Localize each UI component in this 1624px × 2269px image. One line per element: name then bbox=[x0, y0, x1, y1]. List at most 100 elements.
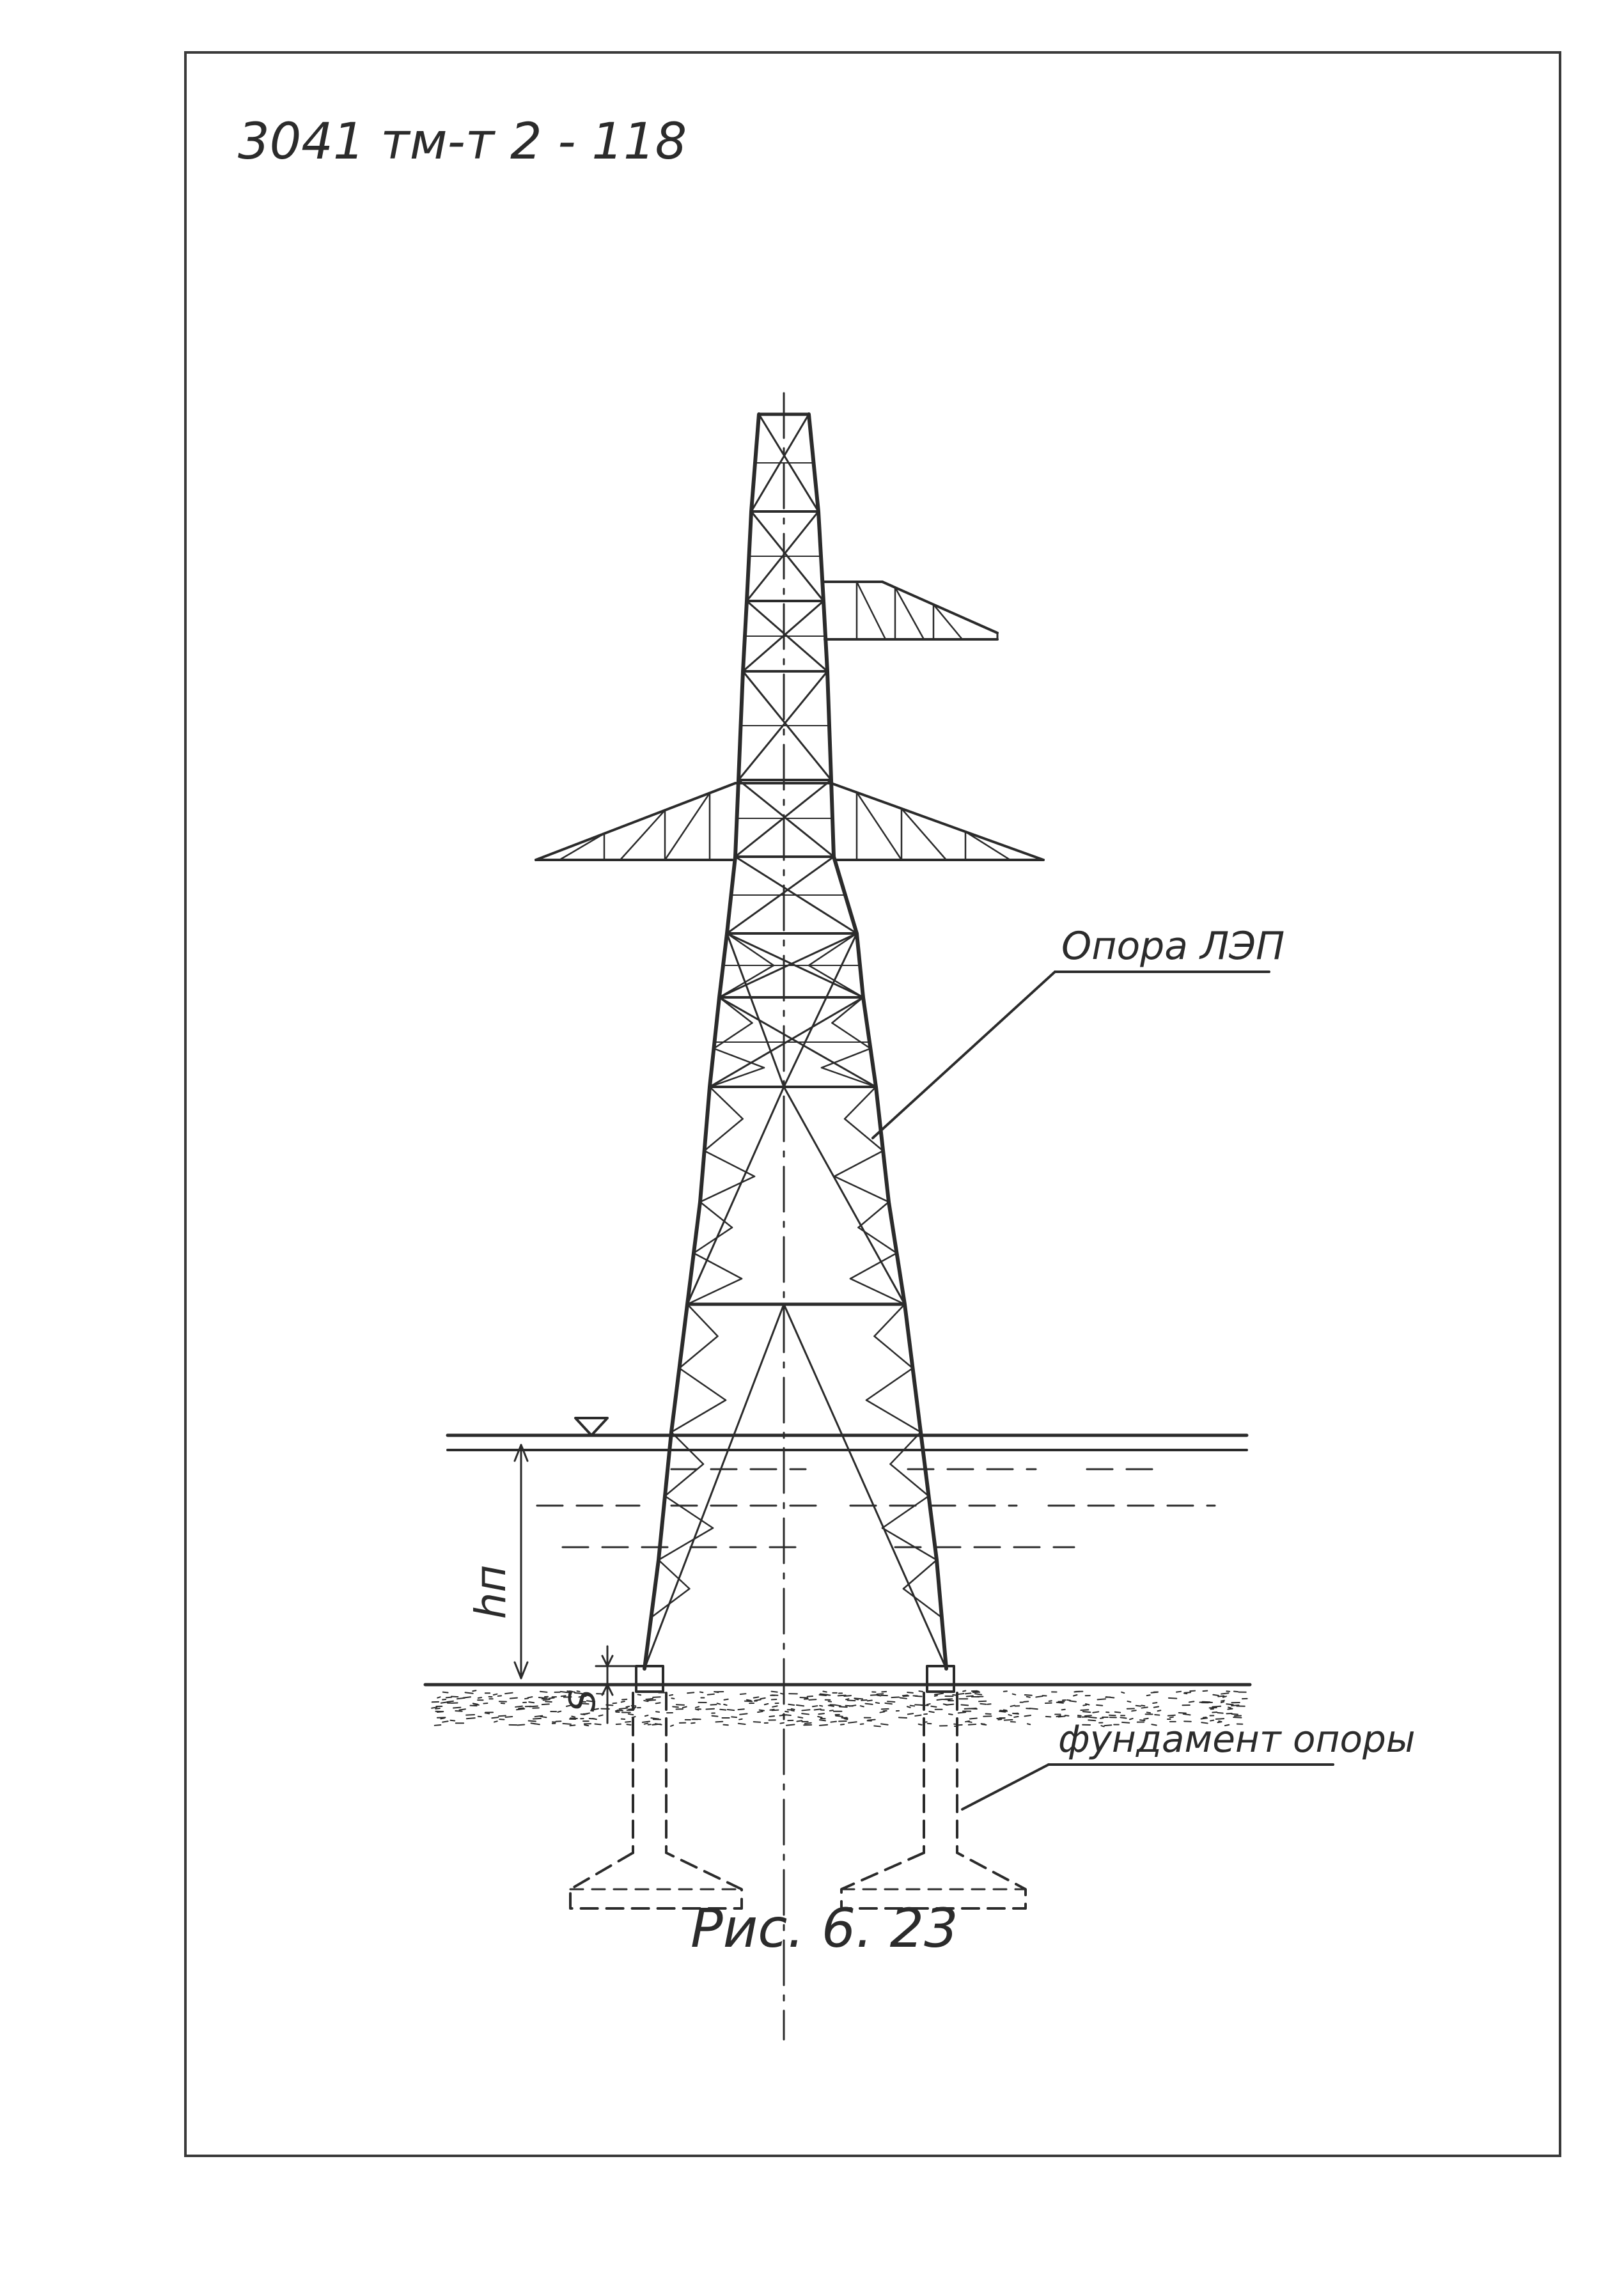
soil-dot bbox=[458, 1708, 466, 1711]
soil-dot bbox=[790, 1710, 795, 1712]
dimension-arrow bbox=[601, 1683, 614, 1696]
soil-dot bbox=[584, 1724, 589, 1727]
document-code: 3041 тм-т 2 - 118 bbox=[238, 113, 687, 171]
soil-dot bbox=[442, 1720, 449, 1723]
soil-dot bbox=[790, 1708, 795, 1710]
crossarm-brace bbox=[558, 832, 605, 861]
soil-dot bbox=[933, 1693, 939, 1696]
soil-dot bbox=[917, 1723, 923, 1726]
crossarm-brace bbox=[900, 807, 948, 861]
soil-dot bbox=[848, 1704, 857, 1707]
soil-dot bbox=[999, 1710, 1008, 1712]
soil-hatching bbox=[431, 1690, 1248, 1727]
foundation-label: фундамент опоры bbox=[1058, 1717, 1416, 1761]
soil-dot bbox=[1212, 1705, 1222, 1708]
soil-dot bbox=[838, 1706, 848, 1708]
soil-dot bbox=[1058, 1715, 1066, 1718]
soil-dot bbox=[796, 1720, 803, 1722]
dimension-arrow bbox=[513, 1661, 529, 1680]
tower-leg-brace bbox=[686, 1303, 719, 1337]
foundation-column bbox=[632, 1692, 668, 1854]
soil-dot bbox=[646, 1699, 657, 1701]
soil-dot bbox=[1114, 1711, 1121, 1713]
soil-dot bbox=[1227, 1708, 1233, 1710]
soil-dot bbox=[687, 1692, 695, 1694]
soil-dot bbox=[818, 1713, 825, 1715]
soil-dot bbox=[1220, 1701, 1225, 1704]
tower-leg-brace bbox=[881, 1495, 930, 1529]
soil-dot bbox=[593, 1708, 599, 1711]
soil-dot bbox=[981, 1724, 987, 1726]
soil-dot bbox=[1212, 1694, 1219, 1696]
soil-dot bbox=[861, 1699, 868, 1701]
soil-dot bbox=[1092, 1711, 1100, 1713]
soil-dot bbox=[442, 1691, 449, 1694]
soil-dot bbox=[579, 1703, 589, 1705]
soil-dot bbox=[570, 1717, 578, 1719]
soil-dot bbox=[643, 1722, 649, 1725]
soil-dot bbox=[641, 1720, 651, 1723]
main-crossarm bbox=[830, 782, 1045, 861]
tower-brace bbox=[643, 1303, 785, 1670]
soil-dot bbox=[682, 1706, 687, 1708]
soil-dot bbox=[930, 1705, 937, 1708]
soil-dot bbox=[534, 1715, 543, 1718]
tower-label: Опора ЛЭП bbox=[1061, 924, 1284, 969]
soil-dot bbox=[829, 1710, 834, 1711]
soil-dot bbox=[1151, 1724, 1157, 1726]
soil-dot bbox=[723, 1698, 729, 1701]
tower-brace bbox=[726, 932, 785, 1088]
tower-leg-brace bbox=[703, 1150, 756, 1178]
soil-dot bbox=[754, 1699, 761, 1701]
tower-leg-brace bbox=[843, 1086, 877, 1120]
crossarm-brace bbox=[855, 791, 903, 861]
soil-dot bbox=[675, 1704, 685, 1706]
tower-leg-brace bbox=[718, 964, 775, 999]
soil-dot bbox=[1153, 1706, 1160, 1708]
soil-dot bbox=[694, 1706, 700, 1708]
tower-leg-brace bbox=[692, 1252, 743, 1280]
soil-dot bbox=[446, 1700, 454, 1703]
soil-dot bbox=[952, 1694, 957, 1696]
soil-dot bbox=[906, 1706, 911, 1708]
soil-dot bbox=[515, 1705, 523, 1708]
soil-dot bbox=[574, 1692, 584, 1695]
soil-dot bbox=[969, 1717, 978, 1720]
tower-leg-brace bbox=[881, 1527, 938, 1561]
soil-dot bbox=[515, 1708, 526, 1711]
crossarm-brace bbox=[855, 581, 887, 641]
soil-dot bbox=[936, 1699, 943, 1701]
soil-dot bbox=[440, 1701, 449, 1704]
soil-dot bbox=[1073, 1694, 1078, 1697]
soil-dot bbox=[691, 1722, 696, 1724]
tower-leg-brace bbox=[686, 1277, 743, 1306]
soil-dot bbox=[785, 1710, 789, 1713]
tower-leg-brace bbox=[718, 996, 753, 1024]
soil-dot bbox=[1084, 1715, 1092, 1717]
tower-leg-brace bbox=[808, 932, 858, 967]
soil-dot bbox=[813, 1708, 822, 1711]
soil-dot bbox=[965, 1720, 971, 1723]
soil-dot bbox=[524, 1697, 529, 1700]
tower-leg-brace bbox=[657, 1559, 691, 1590]
soil-dot bbox=[626, 1724, 632, 1726]
soil-dot bbox=[996, 1717, 1006, 1720]
soil-dot bbox=[598, 1714, 604, 1717]
soil-dot bbox=[902, 1694, 909, 1697]
soil-dot bbox=[594, 1723, 602, 1726]
soil-dot bbox=[808, 1699, 817, 1701]
scour-label: S bbox=[562, 1689, 604, 1712]
tower-leg-brace bbox=[678, 1367, 727, 1401]
soil-dot bbox=[464, 1692, 474, 1694]
soil-dot bbox=[801, 1713, 810, 1715]
transmission-tower bbox=[535, 392, 1045, 1671]
soil-dot bbox=[870, 1694, 878, 1696]
tower-leg-brace bbox=[833, 1150, 884, 1178]
soil-dot bbox=[723, 1703, 728, 1706]
soil-dot bbox=[477, 1697, 483, 1699]
soil-dot bbox=[509, 1697, 518, 1699]
soil-dot bbox=[694, 1708, 699, 1711]
soil-dot bbox=[739, 1713, 748, 1715]
soil-dot bbox=[1210, 1719, 1215, 1722]
soil-dot bbox=[620, 1701, 625, 1703]
